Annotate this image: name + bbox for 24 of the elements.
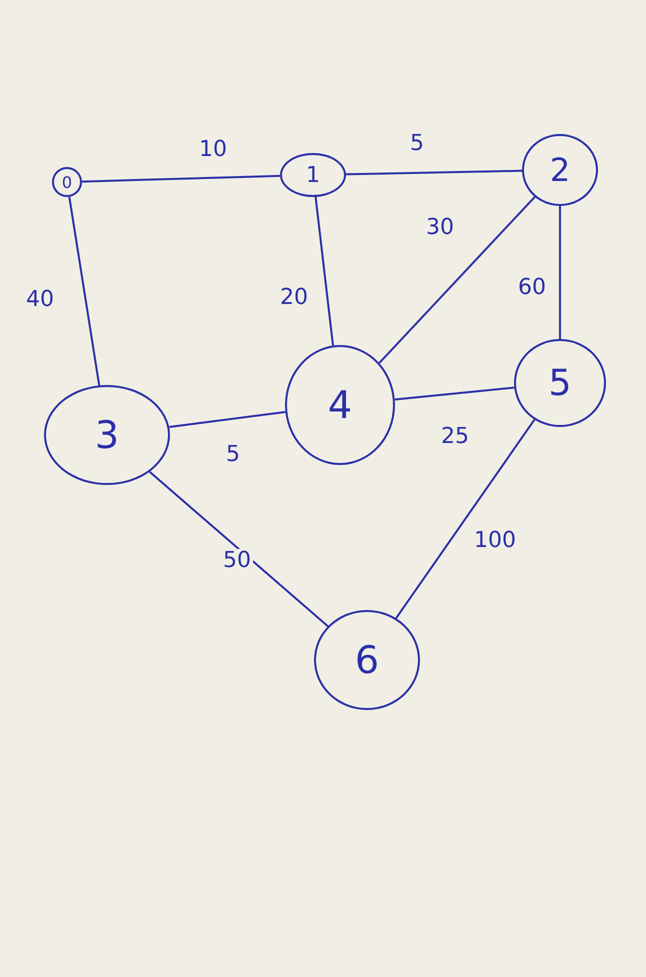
edge-line [395,419,536,619]
edge-line [148,471,329,627]
graph-node [514,339,606,427]
node-number: 1 [306,162,320,188]
graph-node [314,610,420,710]
graph-node [285,345,395,465]
edge-line [82,174,280,183]
node-number: 0 [62,172,72,192]
edge-line [346,170,522,176]
edge-line [378,196,536,364]
graph-node [52,167,82,197]
edge-line [394,386,514,400]
node-number: 6 [354,638,380,682]
graph-node [280,153,346,197]
graph-node [44,385,170,485]
node-number: 3 [94,413,120,457]
node-number: 2 [550,151,570,189]
graph-node [522,134,598,206]
edge-line [169,411,286,428]
node-number: 4 [328,383,352,427]
edge-line [314,196,334,346]
edge-line [559,206,561,339]
node-number: 5 [548,362,572,404]
edge-line [68,196,100,386]
